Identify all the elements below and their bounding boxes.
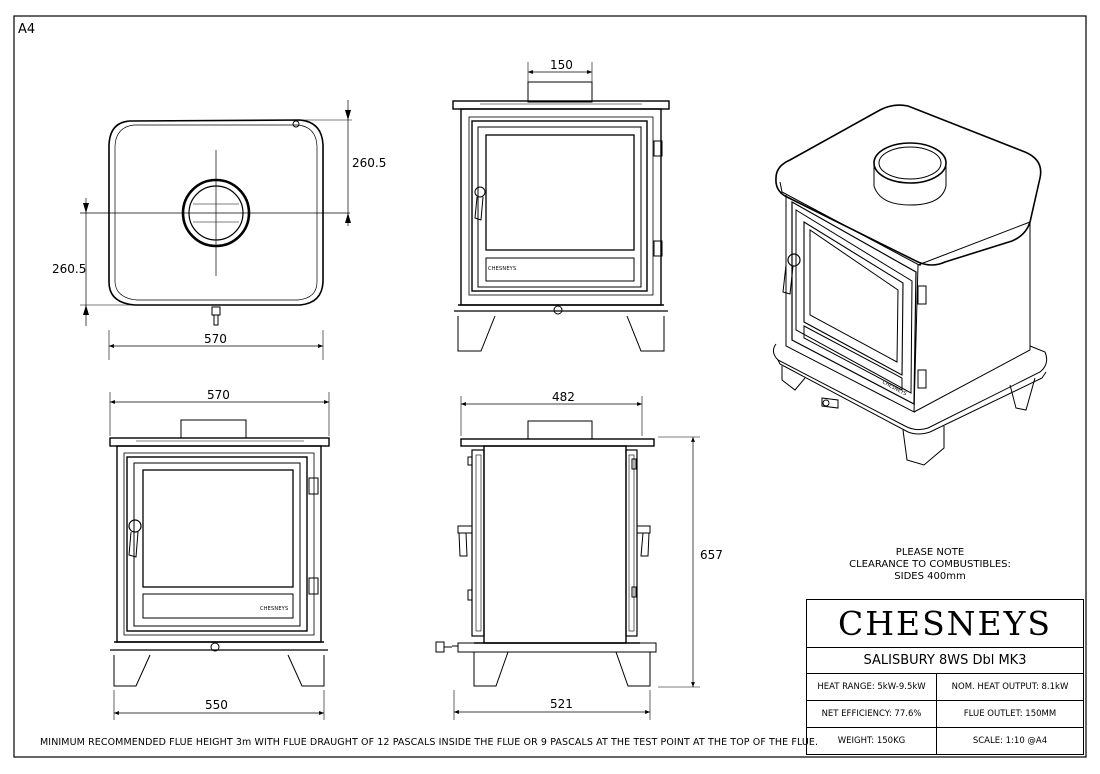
title-block: CHESNEYS SALISBURY 8WS Dbl MK3 HEAT RANG… [806, 599, 1084, 755]
weight: WEIGHT: 150KG [807, 728, 937, 755]
front-view-lower [109, 392, 330, 720]
flue-outlet: FLUE OUTLET: 150MM [937, 701, 1083, 728]
dimension-top-flue-offset: 260.5 [352, 156, 387, 170]
nominal-heat-output: NOM. HEAT OUTPUT: 8.1kW [937, 674, 1083, 701]
dimension-side-base-depth: 521 [550, 697, 573, 711]
brand-name: CHESNEYS [807, 600, 1083, 648]
dimension-side-top-depth: 482 [552, 390, 575, 404]
dimension-front-top-width: 570 [207, 388, 230, 402]
heat-range: HEAT RANGE: 5kW-9.5kW [807, 674, 937, 701]
side-view [435, 396, 700, 720]
dimension-top-side-offset: 260.5 [52, 262, 87, 276]
net-efficiency: NET EFFICIENCY: 77.6% [807, 701, 937, 728]
sheet-border [13, 15, 1087, 758]
door-badge: CHESNEYS [488, 266, 517, 272]
model-name: SALISBURY 8WS Dbl MK3 [807, 648, 1083, 674]
dimension-top-width: 570 [204, 332, 227, 346]
top-view [80, 100, 352, 360]
note-line-2: CLEARANCE TO COMBUSTIBLES: [849, 559, 1011, 570]
dimension-side-height: 657 [700, 548, 723, 562]
dimension-front-base-width: 550 [205, 698, 228, 712]
scale: SCALE: 1:10 @A4 [972, 736, 1048, 746]
paper-size-label: A4 [18, 22, 36, 37]
clearance-note: PLEASE NOTE CLEARANCE TO COMBUSTIBLES: S… [830, 547, 1030, 583]
note-line-3: SIDES 400mm [894, 571, 966, 582]
front-view-upper [452, 62, 670, 352]
door-badge-lower: CHESNEYS [260, 606, 289, 612]
flue-requirement-note: MINIMUM RECOMMENDED FLUE HEIGHT 3m WITH … [40, 737, 819, 748]
dimension-flue-width: 150 [550, 58, 573, 72]
note-line-1: PLEASE NOTE [895, 547, 965, 558]
isometric-view: CHESNEYS [772, 104, 1048, 466]
